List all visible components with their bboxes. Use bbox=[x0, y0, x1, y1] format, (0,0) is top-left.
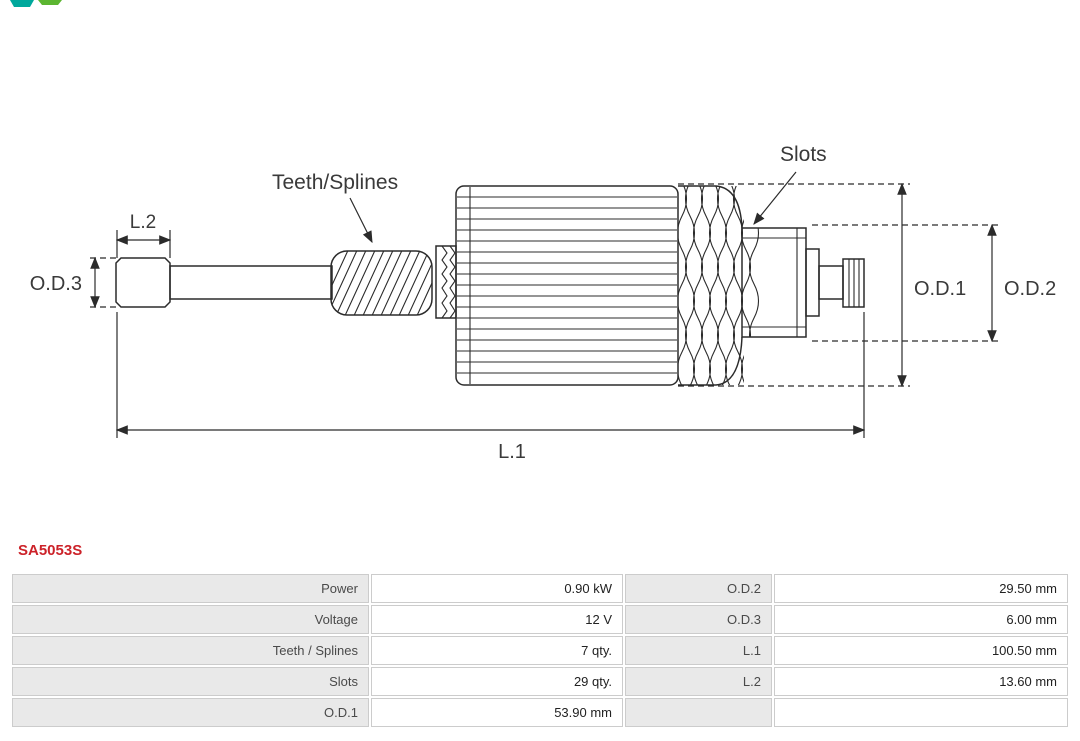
spec-value-cell: 6.00 mm bbox=[774, 605, 1068, 634]
winding-slots bbox=[678, 185, 760, 386]
spec-label-cell: L.2 bbox=[625, 667, 772, 696]
spec-label-cell: O.D.1 bbox=[12, 698, 369, 727]
od1-extension-lines bbox=[678, 183, 910, 387]
od3-label: O.D.3 bbox=[30, 273, 82, 295]
l2-label: L.2 bbox=[130, 212, 156, 233]
step-ring bbox=[805, 248, 820, 317]
dim-od2: O.D.2 bbox=[812, 223, 1056, 343]
dim-l2: L.2 bbox=[115, 212, 172, 258]
od2-label: O.D.2 bbox=[1004, 278, 1056, 300]
spec-value-cell: 29.50 mm bbox=[774, 574, 1068, 603]
logo-shape-left bbox=[10, 0, 34, 7]
spec-label-cell: Slots bbox=[12, 667, 369, 696]
l1-label: L.1 bbox=[498, 441, 526, 463]
callout-teeth-splines: Teeth/Splines bbox=[272, 171, 398, 244]
l1-extension-lines bbox=[116, 312, 865, 438]
spline-outline bbox=[330, 250, 433, 316]
l2-extension-lines bbox=[116, 230, 171, 258]
shaft-stub bbox=[818, 265, 844, 300]
slots-wavy-texture bbox=[678, 186, 760, 385]
spec-label-cell bbox=[625, 698, 772, 727]
dim-l1: L.1 bbox=[115, 312, 866, 463]
spec-value-cell: 100.50 mm bbox=[774, 636, 1068, 665]
slots-transition-bottom bbox=[678, 336, 743, 386]
collar-washer bbox=[435, 245, 457, 319]
part-number: SA5053S bbox=[18, 542, 83, 559]
logo-fragment bbox=[10, 0, 62, 7]
spec-value-cell: 7 qty. bbox=[371, 636, 623, 665]
commutator-edges bbox=[742, 228, 806, 337]
core-laminations bbox=[457, 196, 677, 374]
spec-label-cell: Teeth / Splines bbox=[12, 636, 369, 665]
end-cap-grooves bbox=[848, 259, 860, 307]
od3-extension-lines bbox=[90, 257, 116, 308]
logo-shape-right bbox=[38, 0, 62, 5]
spec-value-cell: 53.90 mm bbox=[371, 698, 623, 727]
spec-label-cell: O.D.2 bbox=[625, 574, 772, 603]
slots-transition-top bbox=[678, 185, 743, 229]
armature-diagram: Teeth/Splines Slots L.2 O.D.3 O.D.1 O.D.… bbox=[10, 0, 1056, 463]
dim-od1: O.D.1 bbox=[678, 182, 966, 388]
spec-value-cell bbox=[774, 698, 1068, 727]
collar-zigzag bbox=[441, 245, 456, 319]
spec-label-cell: Power bbox=[12, 574, 369, 603]
spline-hatch bbox=[331, 251, 432, 315]
slots-label: Slots bbox=[780, 143, 827, 166]
spec-label-cell: O.D.3 bbox=[625, 605, 772, 634]
spec-label-cell: Voltage bbox=[12, 605, 369, 634]
spec-value-cell: 12 V bbox=[371, 605, 623, 634]
od1-label: O.D.1 bbox=[914, 278, 966, 300]
armature-core bbox=[455, 185, 679, 386]
spec-label-cell: L.1 bbox=[625, 636, 772, 665]
spline-section bbox=[330, 250, 433, 316]
spec-value-cell: 13.60 mm bbox=[774, 667, 1068, 696]
spec-value-cell: 29 qty. bbox=[371, 667, 623, 696]
shaft bbox=[169, 265, 333, 300]
commutator-outline bbox=[741, 227, 807, 338]
commutator bbox=[741, 227, 807, 338]
core-outline bbox=[455, 185, 679, 386]
shaft-right-end bbox=[805, 248, 865, 317]
shaft-left-end bbox=[115, 257, 171, 308]
spec-value-cell: 0.90 kW bbox=[371, 574, 623, 603]
teeth-splines-leader-arrow bbox=[349, 197, 373, 244]
od2-extension-lines bbox=[812, 224, 998, 342]
diagram-area: Teeth/Splines Slots L.2 O.D.3 O.D.1 O.D.… bbox=[10, 0, 1056, 463]
callout-slots: Slots bbox=[753, 143, 827, 225]
teeth-splines-label: Teeth/Splines bbox=[272, 171, 398, 194]
dim-od3: O.D.3 bbox=[30, 256, 116, 309]
slots-leader-arrow bbox=[753, 171, 797, 225]
